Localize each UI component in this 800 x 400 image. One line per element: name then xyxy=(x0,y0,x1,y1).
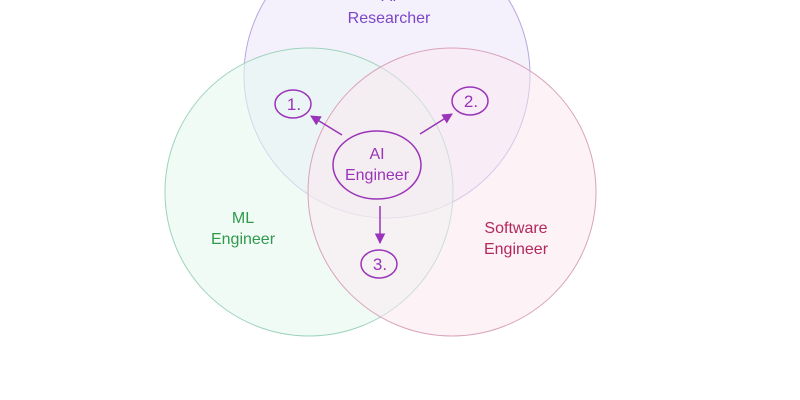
label-ml-engineer-line1: ML xyxy=(232,210,254,227)
label-ai-researcher-line1: AI xyxy=(381,0,396,5)
arrow-2 xyxy=(419,113,453,135)
arrow-1 xyxy=(310,115,343,136)
circle-software-engineer xyxy=(307,47,597,337)
center-label-line2: Engineer xyxy=(345,167,410,184)
center-label-line1: AI xyxy=(369,146,384,163)
step-3-ellipse xyxy=(360,249,398,279)
center-ellipse xyxy=(332,130,422,200)
step-1-ellipse xyxy=(274,89,312,119)
step-1-label: 1. xyxy=(287,95,301,114)
label-ai-researcher-line2: Researcher xyxy=(348,10,431,27)
step-2-ellipse xyxy=(451,86,489,116)
label-software-engineer-line1: Software xyxy=(484,220,547,237)
step-2-label: 2. xyxy=(464,92,478,111)
label-software-engineer-line2: Engineer xyxy=(484,241,549,258)
step-3-label: 3. xyxy=(373,255,387,274)
label-ml-engineer-line2: Engineer xyxy=(211,231,276,248)
